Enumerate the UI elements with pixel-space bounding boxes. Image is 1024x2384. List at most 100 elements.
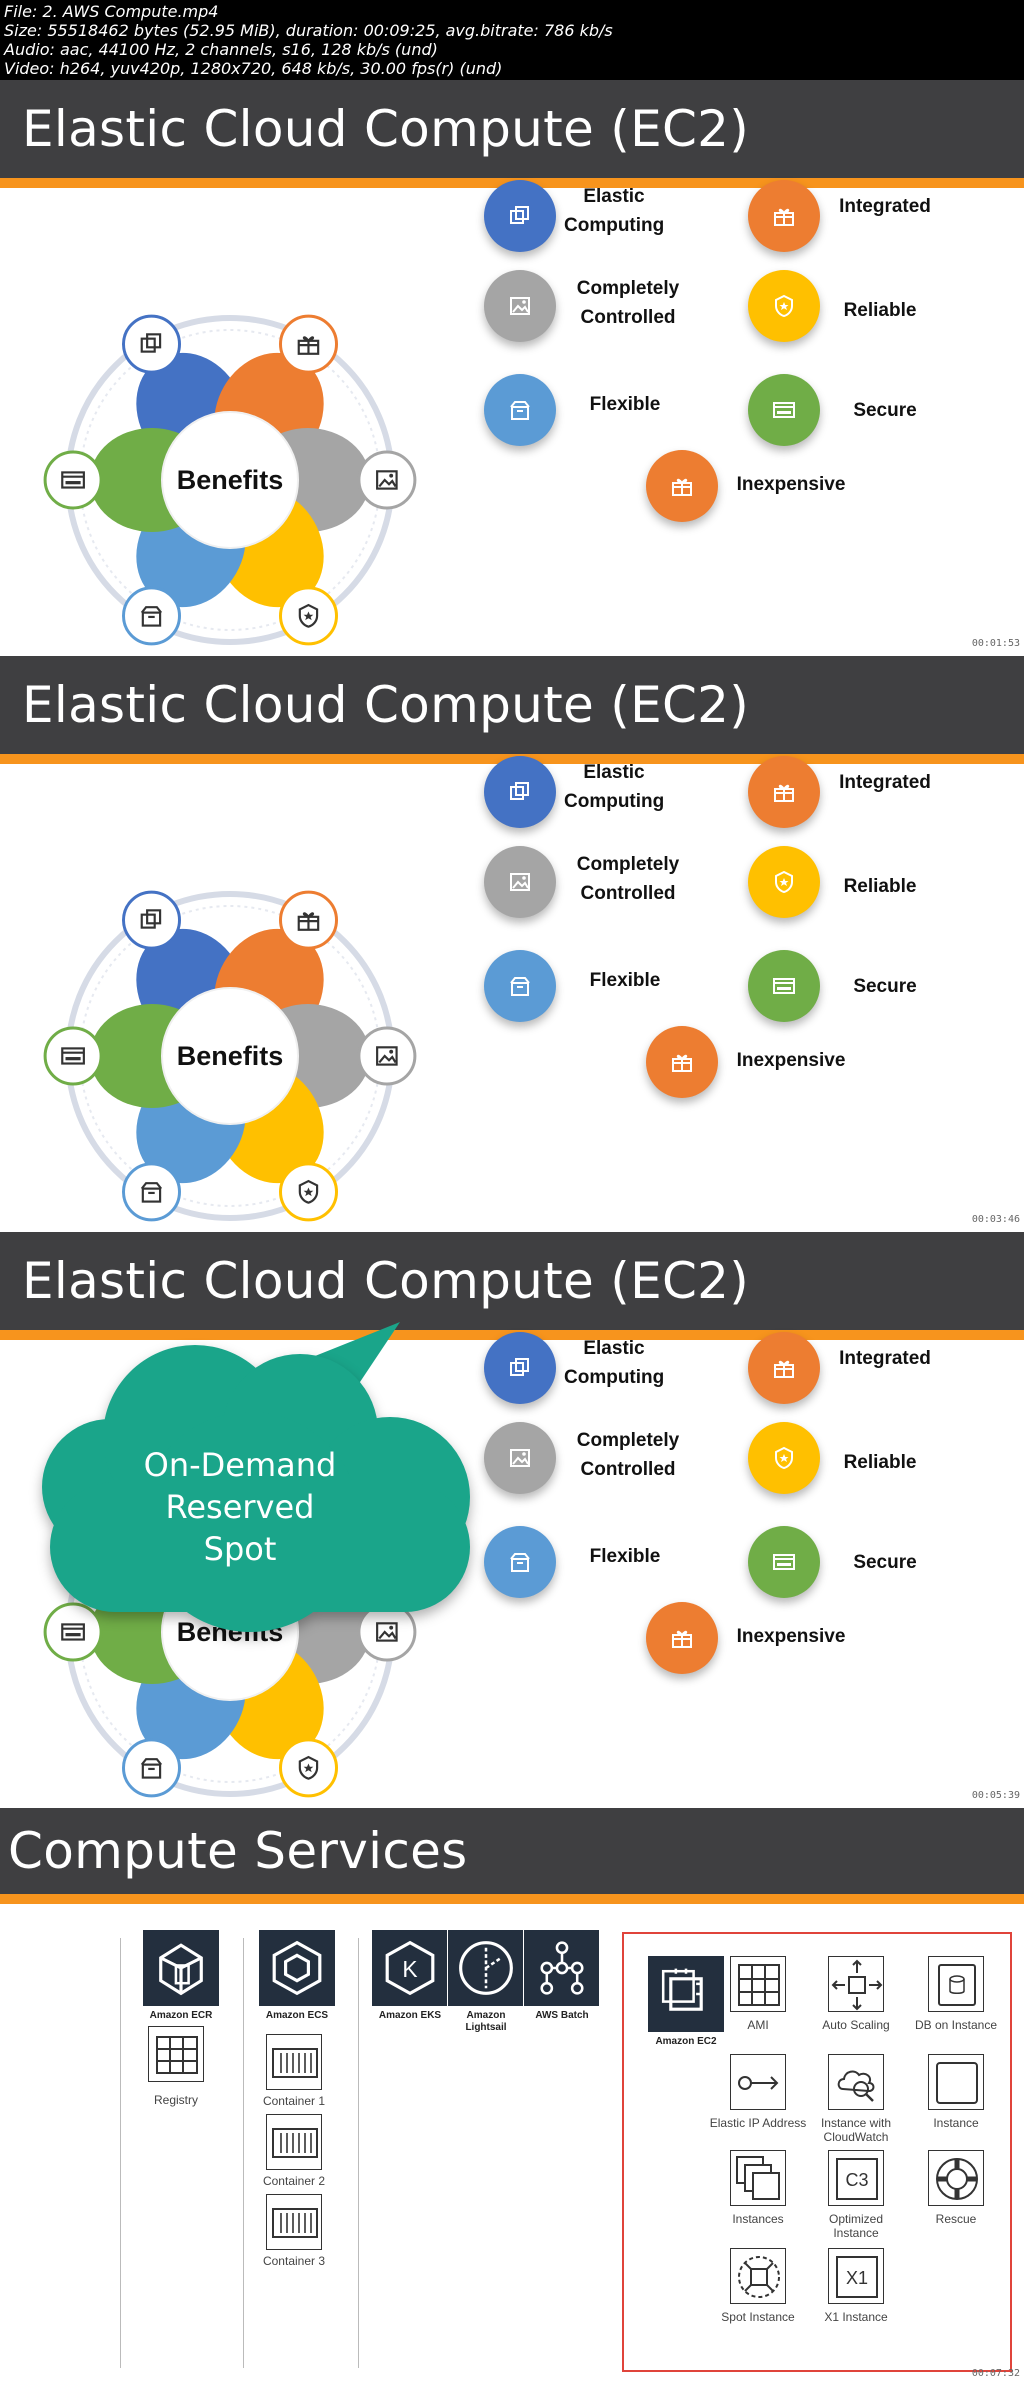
container-label: Container 2	[262, 2174, 326, 2188]
benefit-label: Integrated	[839, 196, 931, 217]
benefit-bubble	[646, 1026, 718, 1098]
ec2-resource-label: Instance	[933, 2116, 979, 2130]
lightsail-icon	[459, 1941, 513, 1995]
ecr-icon	[159, 1943, 203, 1996]
wheel-node	[357, 450, 417, 510]
database-icon[interactable]	[928, 1956, 984, 2012]
ec2-resources-panel	[622, 1932, 1012, 2372]
ec2-resource-label: Spot Instance	[721, 2310, 795, 2324]
benefits-center-label: Benefits	[176, 465, 284, 495]
stacked-squares-icon	[510, 782, 529, 800]
amazon-eks-label: Amazon EKS	[378, 2010, 442, 2021]
gift-icon	[774, 1360, 794, 1378]
benefit-label: Secure	[853, 400, 917, 421]
benefit-label: Inexpensive	[736, 1050, 846, 1071]
benefit-label: Flexible	[589, 1546, 661, 1567]
eks-icon: K	[385, 1940, 435, 1996]
amazon-ecs-tile[interactable]	[259, 1930, 335, 2006]
video-info-line: Video: h264, yuv420p, 1280x720, 648 kb/s…	[4, 59, 503, 78]
column-divider	[243, 1938, 244, 2368]
amazon-ec2-tile[interactable]	[648, 1956, 724, 2032]
benefit-bubble	[748, 950, 820, 1022]
gift-icon	[672, 478, 692, 496]
benefit-label: Inexpensive	[736, 474, 846, 495]
container-icon	[266, 2114, 322, 2170]
wheel-node	[357, 1026, 417, 1086]
ami-grid-icon[interactable]	[730, 1956, 786, 2012]
card-icon	[773, 978, 795, 994]
benefit-bubble	[484, 270, 556, 342]
rescue-icon[interactable]	[928, 2150, 984, 2206]
card-icon	[773, 1554, 795, 1570]
column-divider	[358, 1938, 359, 2368]
aws-batch-tile[interactable]	[524, 1930, 600, 2006]
wheel-node	[122, 890, 181, 950]
benefit-bubble	[748, 270, 820, 342]
box-icon	[510, 1553, 530, 1572]
benefit-bubble	[484, 1332, 556, 1404]
benefit-bubble	[484, 950, 556, 1022]
gift-icon	[774, 208, 794, 226]
box-icon	[510, 977, 530, 996]
benefit-label: Integrated	[839, 772, 931, 793]
auto-scaling-icon[interactable]	[828, 1956, 884, 2012]
benefit-label: Flexible	[589, 394, 661, 415]
benefit-bubble	[748, 180, 820, 252]
gift-icon	[672, 1630, 692, 1648]
benefit-label: Flexible	[589, 970, 661, 991]
instance-icon[interactable]	[928, 2054, 984, 2110]
cloudwatch-icon[interactable]	[828, 2054, 884, 2110]
benefit-bubble	[484, 1422, 556, 1494]
slide-title: Elastic Cloud Compute (EC2)	[22, 676, 750, 734]
stacked-squares-icon	[510, 1358, 529, 1376]
spot-label: Spot	[203, 1530, 277, 1568]
instances-icon[interactable]	[730, 2150, 786, 2206]
ec2-icon	[661, 1968, 703, 2011]
shield-star-icon	[775, 1446, 793, 1470]
frame-timestamp: 00:03:46	[971, 1214, 1020, 1225]
ec2-resource-label: Instances	[732, 2212, 784, 2226]
amazon-ec2-label: Amazon EC2	[655, 2036, 717, 2047]
image-icon	[510, 1449, 530, 1467]
amazon-lightsail-tile[interactable]	[448, 1930, 524, 2006]
x1-icon[interactable]: X1	[828, 2248, 884, 2304]
image-icon	[510, 297, 530, 315]
benefit-bubble	[484, 846, 556, 918]
slide-title-bar: Compute Services	[0, 1808, 1024, 1894]
svg-text:K: K	[402, 1956, 417, 1982]
shield-star-icon	[775, 870, 793, 894]
stacked-squares-icon	[510, 206, 529, 224]
orange-accent-bar	[0, 1894, 1024, 1904]
gift-icon	[672, 1054, 692, 1072]
registry-icon	[148, 2026, 204, 2082]
amazon-ecr-tile[interactable]	[143, 1930, 219, 2006]
benefit-label: Secure	[853, 976, 917, 997]
amazon-ecs-label: Amazon ECS	[265, 2010, 329, 2021]
aws-batch-label: AWS Batch	[535, 2010, 589, 2021]
benefit-label: Secure	[853, 1552, 917, 1573]
wheel-node	[43, 450, 103, 510]
benefit-bubble	[484, 756, 556, 828]
container-icon	[266, 2194, 322, 2250]
slide-title-bar: Elastic Cloud Compute (EC2)	[0, 1232, 1024, 1330]
spot-icon[interactable]	[730, 2248, 786, 2304]
box-icon	[510, 401, 530, 420]
benefit-label: Inexpensive	[736, 1626, 846, 1647]
pricing-cloud-callout	[42, 1322, 470, 1632]
slide-title: Elastic Cloud Compute (EC2)	[22, 100, 750, 158]
file-name-line: File: 2. AWS Compute.mp4	[4, 2, 219, 21]
benefits-wheel	[43, 890, 417, 1222]
benefit-bubble	[484, 374, 556, 446]
amazon-eks-tile[interactable]: K	[372, 1930, 448, 2006]
c3-icon[interactable]: C3	[828, 2150, 884, 2206]
elastic-ip-icon[interactable]	[730, 2054, 786, 2110]
card-icon	[773, 402, 795, 418]
